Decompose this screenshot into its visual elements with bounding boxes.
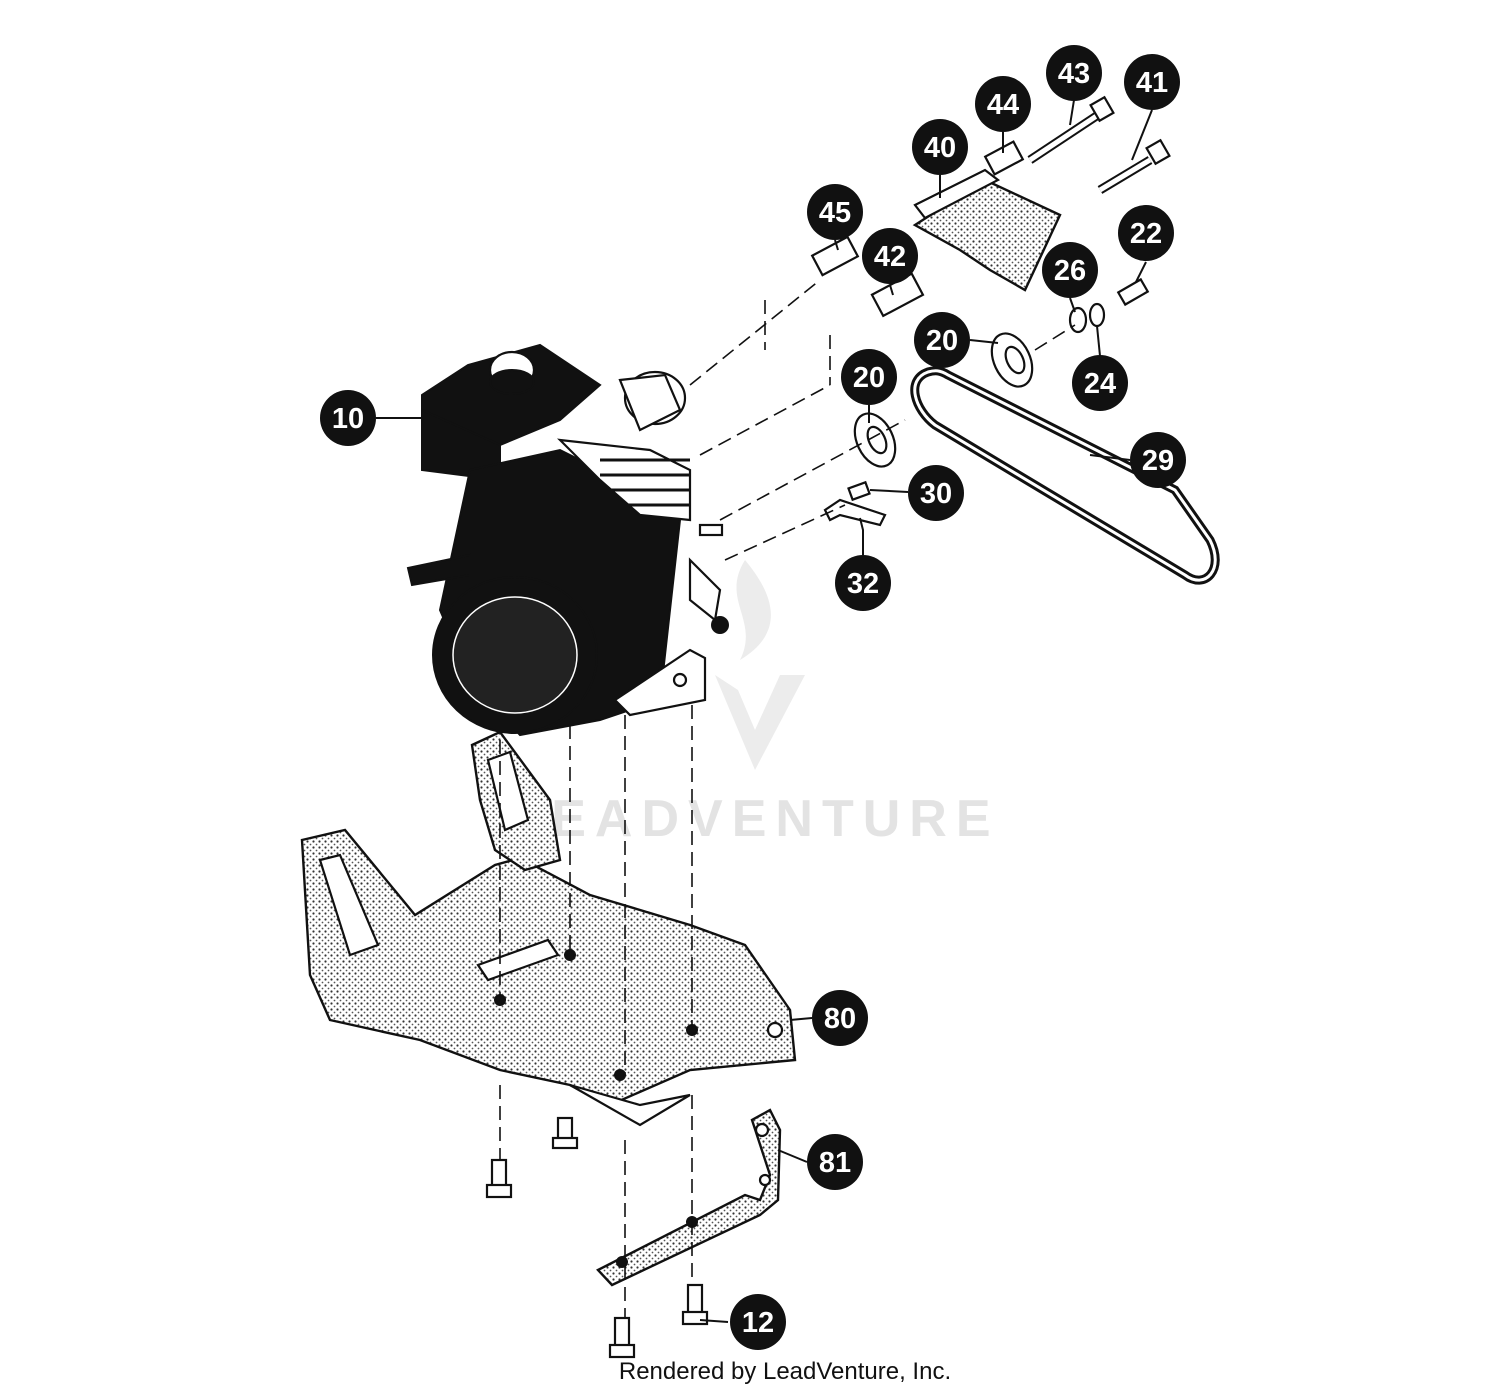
callout-26: 26 (1042, 242, 1098, 298)
callout-24-label: 24 (1084, 368, 1116, 400)
callout-30-label: 30 (920, 478, 952, 510)
mounting-bolts (485, 1116, 709, 1359)
long-bolts (1027, 95, 1171, 194)
engine-mounting-plate (300, 730, 797, 1127)
callout-26-label: 26 (1054, 255, 1086, 287)
callout-81-label: 81 (819, 1147, 851, 1179)
engine-bracket (596, 1108, 782, 1287)
callout-10-label: 10 (332, 403, 364, 435)
callout-20-upper: 20 (914, 312, 970, 368)
assembly-lines (499, 279, 1076, 1318)
callout-43: 43 (1046, 45, 1102, 101)
watermark-text: LEADVENTURE (510, 790, 999, 848)
callout-40-label: 40 (924, 132, 956, 164)
callout-29-label: 29 (1142, 445, 1174, 477)
callout-42: 42 (862, 228, 918, 284)
spacers (810, 140, 1025, 318)
callout-12: 12 (730, 1294, 786, 1350)
leader-lines (376, 99, 1153, 1323)
pulley-20-upper (990, 332, 1034, 388)
callout-45-label: 45 (819, 197, 851, 229)
render-credit-text: Rendered by LeadVenture, Inc. (618, 1358, 952, 1385)
callout-40: 40 (912, 119, 968, 175)
callout-30: 30 (908, 465, 964, 521)
callout-81: 81 (807, 1134, 863, 1190)
render-credit: Rendered by LeadVenture, Inc. (0, 1358, 1500, 1386)
callout-10: 10 (320, 390, 376, 446)
callout-29: 29 (1130, 432, 1186, 488)
callout-80: 80 (812, 990, 868, 1046)
callout-22: 22 (1118, 205, 1174, 261)
callout-45: 45 (807, 184, 863, 240)
pulley-20-lower (853, 412, 897, 468)
callout-44-label: 44 (987, 89, 1019, 121)
callout-32: 32 (835, 555, 891, 611)
callout-20-lower: 20 (841, 349, 897, 405)
idler-bracket (912, 168, 1062, 292)
callout-41: 41 (1124, 54, 1180, 110)
callout-44: 44 (975, 76, 1031, 132)
callout-12-label: 12 (742, 1307, 774, 1339)
key-and-set-screw (823, 480, 887, 527)
callout-20-lower-label: 20 (853, 362, 885, 394)
callout-41-label: 41 (1136, 67, 1168, 99)
callout-42-label: 42 (874, 241, 906, 273)
engine (406, 343, 729, 737)
callout-80-label: 80 (824, 1003, 856, 1035)
callout-24: 24 (1072, 355, 1128, 411)
callout-43-label: 43 (1058, 58, 1090, 90)
callout-32-label: 32 (847, 568, 879, 600)
leadventure-watermark: LEADVENTURE (510, 560, 999, 848)
callout-22-label: 22 (1130, 218, 1162, 250)
callout-20-upper-label: 20 (926, 325, 958, 357)
drive-belt (910, 366, 1220, 585)
